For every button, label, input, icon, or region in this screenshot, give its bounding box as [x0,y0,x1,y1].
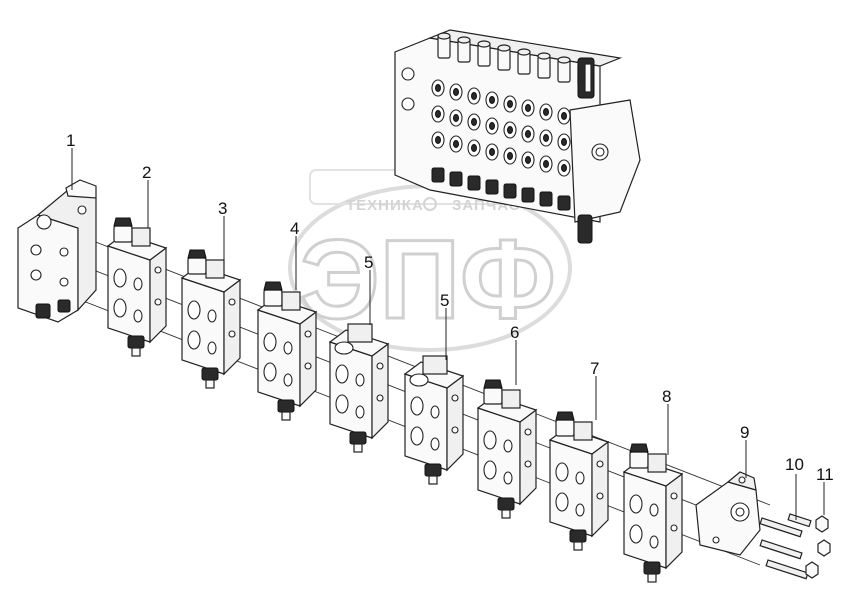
gear-icon [423,197,437,211]
inlet-end-plate [17,179,97,323]
callout-5b: 5 [440,291,449,310]
callout-labels: 1 2 3 4 5 5 6 7 8 9 10 11 [66,131,834,484]
callout-9: 9 [740,423,749,442]
callout-8: 8 [662,387,671,406]
valve-section-6 [476,379,538,519]
callout-4: 4 [290,219,299,238]
tie-bolts [759,513,812,580]
watermark-left-text: ТЕХНИКА [346,197,424,214]
assembled-valve-block [394,29,641,244]
callout-7: 7 [590,359,599,378]
callout-5a: 5 [364,253,373,272]
valve-section-4 [328,323,390,453]
valve-section-1 [106,217,168,357]
valve-section-3 [256,281,318,421]
nuts [805,515,831,579]
watermark-logo: ЭПФ [300,217,556,342]
exploded-sections [106,217,684,583]
outlet-end-plate [695,471,761,556]
valve-section-7 [548,411,610,551]
callout-6: 6 [510,323,519,342]
callout-1: 1 [66,131,75,150]
watermark: ТЕХНИКА ЗАПЧАСТИ ЭПФ [288,169,572,352]
callout-10: 10 [785,455,804,474]
callout-3: 3 [218,199,227,218]
valve-section-5 [403,355,465,485]
callout-2: 2 [142,163,151,182]
valve-section-8 [622,443,684,583]
valve-section-2 [180,249,242,389]
callout-leaders [71,148,825,520]
callout-11: 11 [816,465,834,484]
